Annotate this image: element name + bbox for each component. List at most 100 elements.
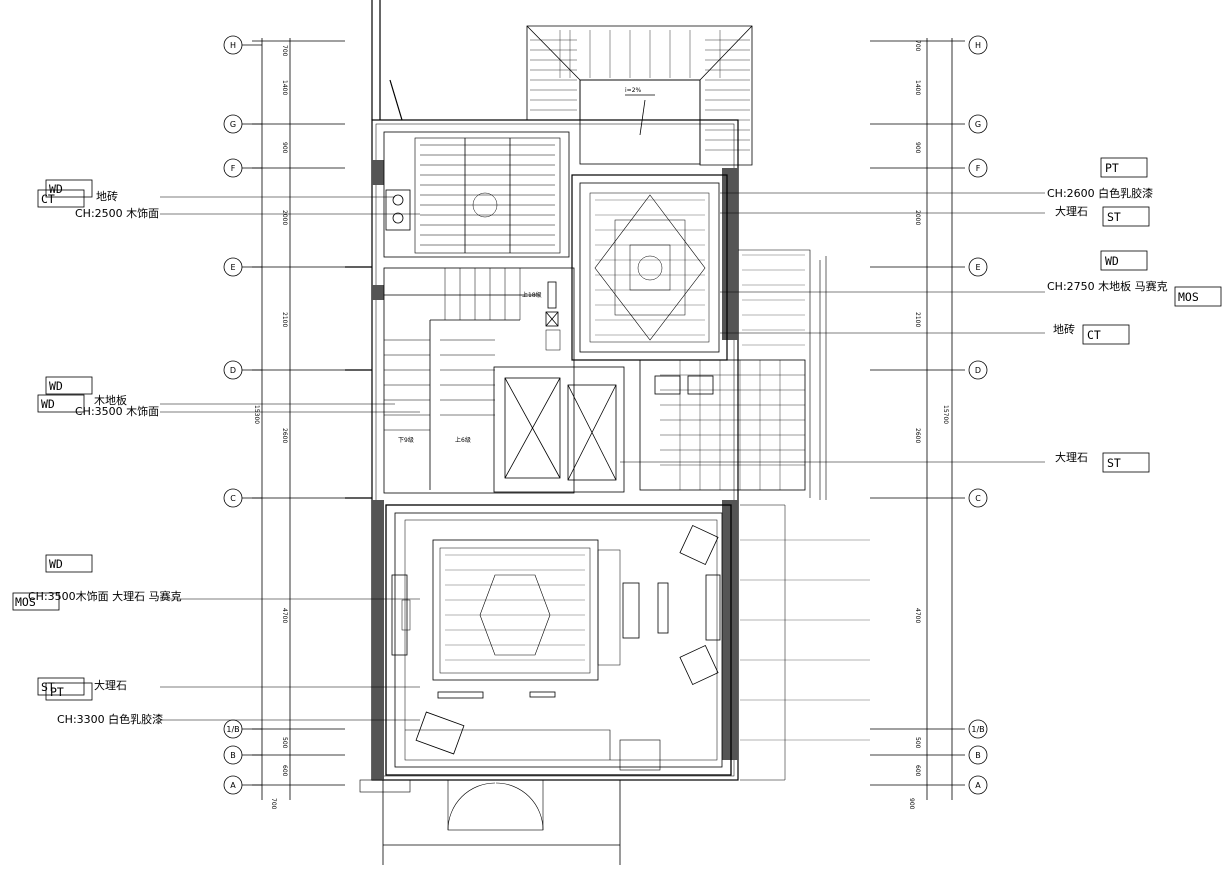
material-code: PT — [1105, 161, 1119, 175]
material-tag — [45, 179, 93, 198]
dim-text: 2600 — [914, 428, 921, 443]
material-label: 地砖 — [1053, 322, 1075, 336]
stair-label: 下9级 — [398, 436, 414, 444]
staircase: 上18级 下9级 上6级 — [383, 267, 575, 494]
dining-room — [571, 174, 728, 361]
grid-label: B — [230, 751, 236, 760]
material-tag — [45, 682, 93, 701]
dim-text: 2100 — [914, 312, 921, 327]
living-room — [359, 504, 870, 865]
grid-bubble-B-right — [968, 745, 988, 765]
grid-label: E — [975, 263, 980, 272]
dim-text: 2000 — [914, 210, 921, 225]
grid-label: B — [975, 751, 981, 760]
right-grid-labels: H G F E D C 1/B B A 700 1400 900 2000 21… — [908, 40, 985, 810]
dim-text: 4700 — [914, 608, 921, 623]
dim-text: 700 — [270, 798, 277, 810]
grid-label: A — [975, 781, 981, 790]
dim-text: 500 — [914, 737, 921, 749]
right-grid-rail — [870, 35, 988, 800]
material-code: WD — [49, 379, 63, 393]
grid-bubble-D-right — [968, 360, 988, 380]
dim-text: 4700 — [281, 608, 288, 623]
grid-bubble-E-right — [968, 257, 988, 277]
material-tag — [1102, 206, 1150, 227]
stair-label: 上18级 — [522, 291, 542, 299]
material-code: MOS — [1178, 290, 1199, 304]
grid-bubble-1B-right — [968, 719, 988, 739]
dim-text: 1400 — [914, 80, 921, 95]
roof-hatch: i=2% — [526, 25, 753, 166]
material-code: CT — [41, 192, 55, 206]
material-code: WD — [49, 182, 63, 196]
material-code: WD — [1105, 254, 1119, 268]
left-leaders — [160, 196, 420, 721]
left-callout-text: WD 地砖 CT CH:2500 木饰面 WD 木地板 WD CH:3500 木… — [15, 182, 182, 726]
material-tag — [45, 376, 93, 395]
lobby — [493, 366, 625, 493]
material-label: CH:2600 白色乳胶漆 — [1047, 186, 1153, 200]
material-code: ST — [1107, 456, 1121, 470]
right-callouts — [1082, 157, 1222, 473]
dim-text: 700 — [281, 45, 288, 57]
material-label: 木地板 — [94, 393, 127, 407]
grid-label: C — [230, 494, 236, 503]
material-code: ST — [1107, 210, 1121, 224]
grid-bubble-A-right — [968, 775, 988, 795]
dim-text: 900 — [281, 142, 288, 154]
material-tag — [45, 554, 93, 573]
material-tag — [1102, 452, 1150, 473]
ramp-label: i=2% — [625, 87, 642, 94]
grid-bubble-F-right — [968, 158, 988, 178]
material-tag — [1174, 286, 1222, 307]
left-callouts — [12, 179, 93, 701]
material-label: CH:3500木饰面 大理石 马赛克 — [28, 589, 182, 603]
grid-label: 1/B — [226, 725, 239, 734]
grid-label: H — [975, 41, 981, 50]
grid-label: C — [975, 494, 981, 503]
grid-label: D — [975, 366, 981, 375]
material-label: CH:3500 木饰面 — [75, 404, 159, 418]
dim-text: 1400 — [281, 80, 288, 95]
dim-text: 900 — [914, 142, 921, 154]
exterior-walls — [345, 0, 739, 781]
material-tag — [1082, 324, 1130, 345]
material-code: WD — [49, 557, 63, 571]
grid-bubble-H-right — [968, 35, 988, 55]
material-label: 大理石 — [1055, 204, 1088, 218]
grid-label: E — [230, 263, 235, 272]
right-leaders — [620, 192, 1045, 463]
material-label: 地砖 — [96, 189, 118, 203]
left-grid-rail — [223, 35, 345, 800]
material-code: WD — [41, 397, 55, 411]
grid-bubble-G-right — [968, 114, 988, 134]
material-code: CT — [1087, 328, 1101, 342]
material-label: 大理石 — [1055, 450, 1088, 464]
grid-bubble-C-right — [968, 488, 988, 508]
kitchen — [383, 131, 570, 258]
material-code: PT — [50, 685, 64, 699]
left-grid-labels: H G F E D C 1/B B A 700 1400 900 2000 21… — [226, 41, 288, 810]
grid-label: G — [230, 120, 236, 129]
grid-label: G — [975, 120, 981, 129]
grid-label: H — [230, 41, 236, 50]
dim-text: 500 — [281, 737, 288, 749]
grid-label: A — [230, 781, 236, 790]
material-tag — [37, 394, 85, 413]
dim-text: 700 — [914, 40, 921, 52]
material-label: 大理石 — [94, 678, 127, 692]
material-tag — [37, 189, 85, 208]
material-code: ST — [41, 680, 55, 694]
grid-label: F — [976, 164, 981, 173]
terrace — [639, 249, 827, 500]
material-tag — [37, 677, 85, 696]
material-label: CH:2500 木饰面 — [75, 206, 159, 220]
grid-label: 1/B — [971, 725, 984, 734]
material-tag — [12, 592, 60, 611]
dim-text: 2100 — [281, 312, 288, 327]
dim-text: 600 — [914, 765, 921, 777]
dim-text: 2000 — [281, 210, 288, 225]
stair-label: 上6级 — [455, 436, 471, 444]
material-tag — [1100, 157, 1148, 178]
